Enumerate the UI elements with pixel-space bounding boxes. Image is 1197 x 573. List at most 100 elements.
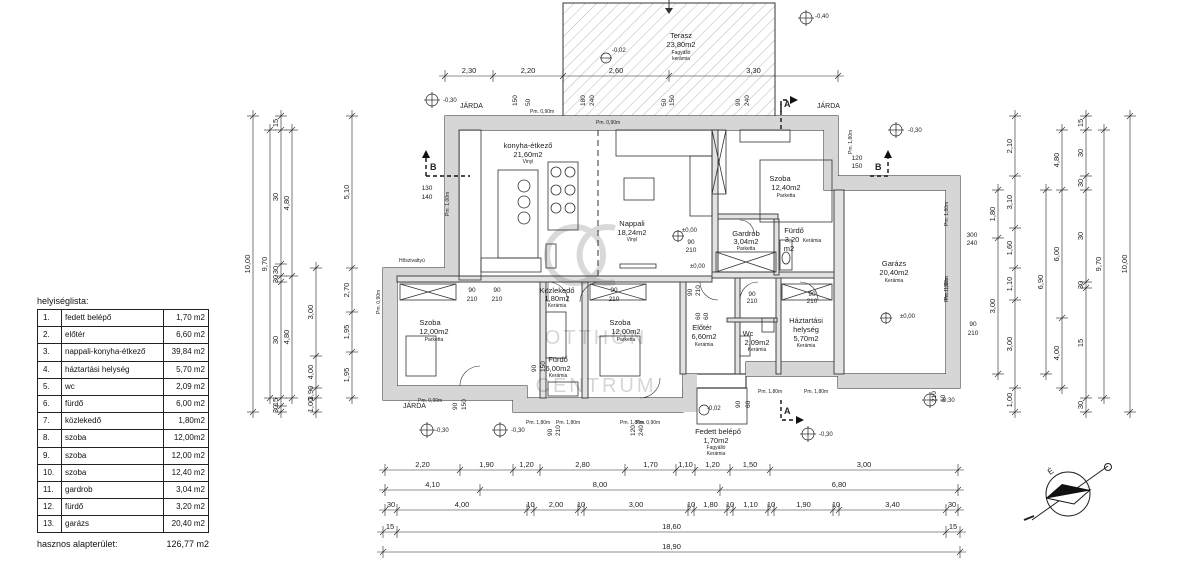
wc-floor: Kerámia — [748, 347, 767, 353]
watermark — [544, 224, 616, 286]
dim-bottom1: 1,50 — [743, 460, 758, 469]
opening-dim: 90 — [687, 288, 694, 296]
utility-name: Háztartási — [789, 316, 823, 325]
sill-height: Pm. 0,90m — [418, 398, 442, 404]
room-area: 1,70 m2 — [163, 308, 209, 328]
porch-area: 1,70m2 — [703, 436, 728, 445]
dim-left5: 5,10 — [342, 185, 351, 200]
dim-bottom3: 3,00 — [629, 500, 644, 509]
room-number: 9. — [37, 446, 62, 465]
section-b-left: B — [430, 162, 437, 172]
opening-dim: 90 — [735, 98, 742, 106]
opening-dim: 210 — [467, 296, 478, 303]
hallway-name: Közlekedő — [539, 286, 574, 295]
bath-n-area-unit: m2 — [784, 244, 794, 253]
bedroom-w-floor: Parketta — [425, 337, 444, 343]
section-markers — [425, 99, 889, 421]
dim-left6: 3,00 — [306, 305, 315, 320]
bedroom-w-name: Szoba — [419, 318, 441, 327]
opening-dim: 210 — [492, 296, 503, 303]
room-number: 8. — [37, 429, 62, 448]
dim-bottom1: 2,80 — [575, 460, 590, 469]
opening-dim: 90 — [452, 402, 459, 410]
opening-dim: 90 — [808, 291, 816, 298]
room-number: 13. — [37, 515, 62, 534]
opening-dim: 150 — [669, 95, 676, 106]
opening-dim: 90 — [468, 287, 476, 294]
bath-s-floor: Kerámia — [549, 373, 568, 379]
dim-bottom1: 1,90 — [479, 460, 494, 469]
room-number: 2. — [37, 326, 62, 345]
dim-top: 3,30 — [746, 66, 761, 75]
dim-bottom4: 15 — [386, 522, 394, 531]
garage-floor: Kerámia — [885, 278, 904, 284]
entry-name: Előtér — [692, 323, 712, 332]
room-number: 1. — [37, 308, 62, 328]
north-arrow-icon — [1023, 463, 1112, 521]
opening-dim: 120 — [630, 425, 637, 436]
bedroom-w-area: 12,00m2 — [419, 327, 448, 336]
dim-right1: 3,00 — [1005, 337, 1014, 352]
opening-dim: 210 — [686, 247, 697, 254]
sill-height: Pm. 1,80m — [526, 420, 550, 426]
dim-right1: 1,00 — [1005, 393, 1014, 408]
bedroom-ne-area: 12,40m2 — [771, 183, 800, 192]
dim-right7: 30 — [1076, 401, 1085, 409]
kitchen-furniture — [458, 129, 713, 281]
dim-right7: 30 — [1076, 149, 1085, 157]
total-area: hasznos alapterület: 126,77 m2 — [37, 539, 209, 549]
cabinets — [399, 129, 833, 397]
sill-height: Pm. 1,80m — [556, 420, 580, 426]
dim-bottom1: 1,20 — [519, 460, 534, 469]
terrace-floor: Fagyálló — [672, 50, 691, 56]
dim-left4: 30 — [271, 193, 280, 201]
dim-bottom3: 1,80 — [703, 500, 718, 509]
dim-right4: 4,00 — [1052, 346, 1061, 361]
dim-right2: 3,00 — [988, 299, 997, 314]
dim-bottom3: 1,90 — [796, 500, 811, 509]
opening-dim: 90 — [531, 364, 538, 372]
dim-right7: 30 — [1076, 179, 1085, 187]
compass-letter: É — [1046, 466, 1056, 476]
dim-right3: 6,90 — [1036, 275, 1045, 290]
kitchen-floor: Vinyl — [523, 159, 534, 165]
level-value: -0,30 — [941, 398, 955, 404]
garage-name: Garázs — [882, 259, 906, 268]
opening-dim: 150 — [512, 95, 519, 106]
dim-bottom5: 18,90 — [662, 542, 681, 551]
dim-left4: 15 — [271, 398, 280, 406]
living-area: 18,24m2 — [617, 228, 646, 237]
dim-bottom3: 10 — [832, 500, 840, 509]
opening-dim: 60 — [745, 400, 752, 408]
dim-bottom1: 1,20 — [705, 460, 720, 469]
dim-left6: 1,00 — [306, 398, 315, 413]
dim-bottom2: 4,10 — [425, 480, 440, 489]
level-value: -0,30 — [435, 428, 449, 434]
room-area: 6,00 m2 — [163, 394, 209, 414]
dim-right1: 3,10 — [1005, 195, 1014, 210]
terrace-floor2: kerámia — [672, 56, 690, 62]
hallway-floor: Kerámia — [548, 303, 567, 309]
dim-left1: 10,00 — [243, 255, 252, 274]
room-number: 5. — [37, 377, 62, 396]
dim-bottom3: 3,40 — [885, 500, 900, 509]
dim-bottom1: 3,00 — [857, 460, 872, 469]
level-value: -0,40 — [815, 14, 829, 20]
level-value: -0,02 — [707, 406, 721, 412]
section-a-top: A — [784, 99, 791, 109]
dim-right4: 6,00 — [1052, 247, 1061, 262]
opening-dim: 60 — [940, 394, 947, 402]
sill-height: Pm. 1,80m — [620, 420, 644, 426]
hallway-area: 1,80m2 — [544, 294, 569, 303]
room-number: 6. — [37, 394, 62, 414]
opening-dim: 240 — [744, 95, 751, 106]
opening-dim: 210 — [807, 298, 818, 305]
opening-dim: 180 — [580, 95, 587, 106]
opening-dim: 210 — [555, 425, 562, 436]
kitchen-area: 21,60m2 — [513, 150, 542, 159]
